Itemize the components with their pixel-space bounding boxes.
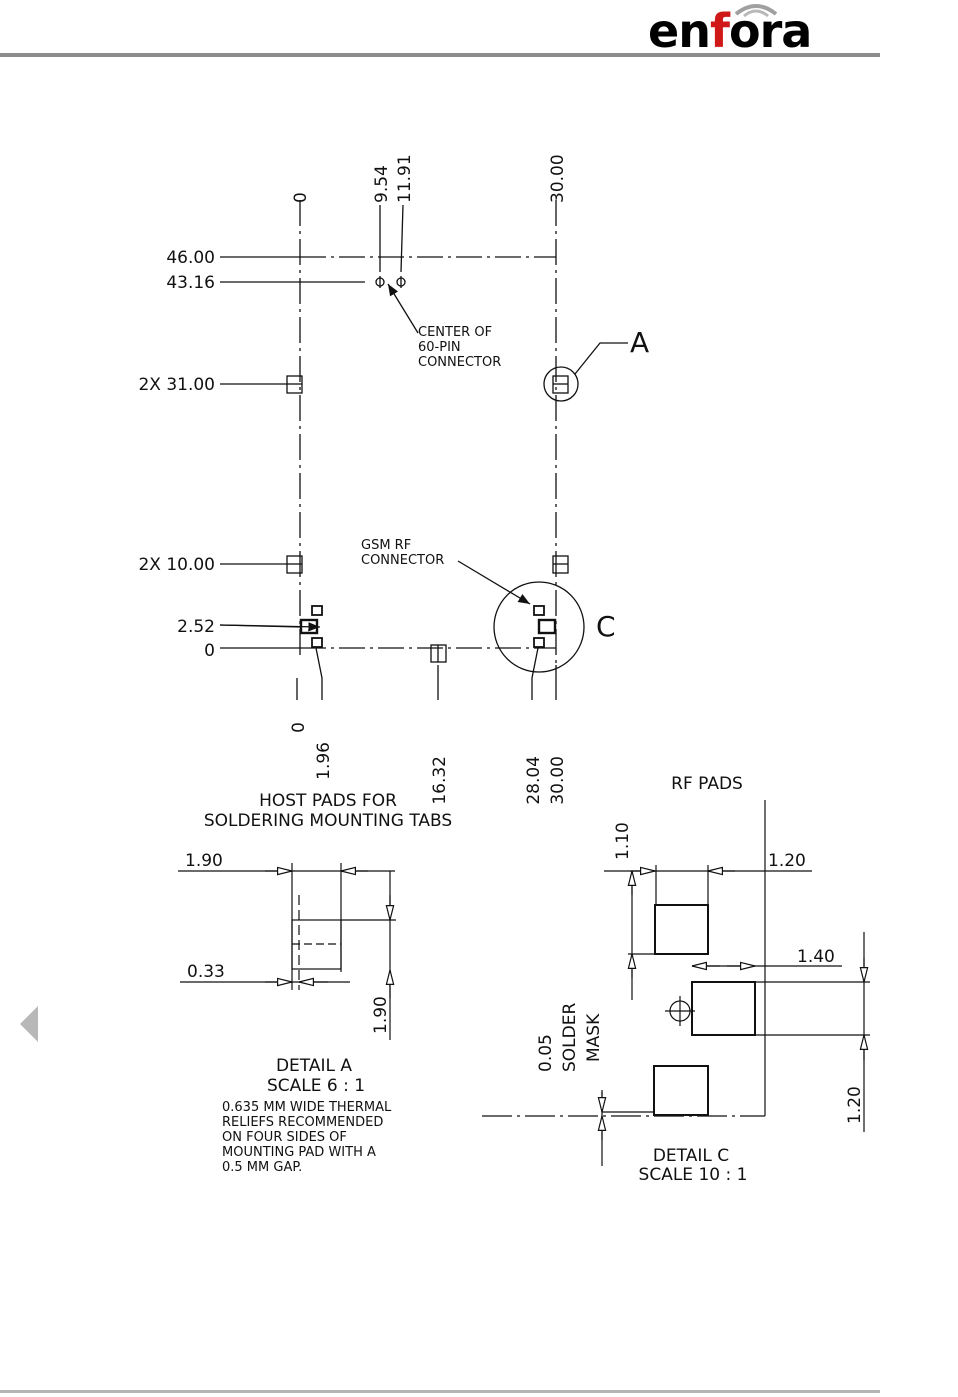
- detail-c-circle: [493, 581, 585, 673]
- rf-pad-left-bot: [311, 637, 323, 648]
- signal-waves-icon: [734, 4, 778, 18]
- detail-c-title: RF PADS: [671, 774, 743, 794]
- detail-a-view: [178, 863, 396, 1040]
- detail-c-dim-140: 1.40: [797, 947, 835, 967]
- detail-a-labels: HOST PADS FOR SOLDERING MOUNTING TABS 1.…: [185, 791, 452, 1175]
- callout-60pin-line1: CENTER OF: [418, 325, 492, 340]
- ext-1191: [400, 204, 404, 273]
- detail-c-letter: C: [596, 610, 616, 643]
- detail-a-leader: [574, 342, 628, 375]
- detail-c-dim-110-label: 1.10: [613, 822, 633, 860]
- detail-a-title-2: SOLDERING MOUNTING TABS: [204, 811, 452, 831]
- rf-pad-right-mid: [537, 618, 557, 635]
- detail-a-dim-gap: 0.33: [187, 962, 225, 982]
- detail-a-dim-vertical-label: 1.90: [371, 996, 391, 1034]
- dim-bottom-2804: 28.04: [524, 756, 544, 805]
- dim-left-31: 2X 31.00: [138, 375, 215, 395]
- dim-bottom-196: 1.96: [314, 742, 334, 780]
- dim-top-0: 0: [291, 192, 311, 203]
- dim-bottom-1632: 16.32: [430, 756, 450, 805]
- detail-a-note-2: RELIEFS RECOMMENDED: [222, 1115, 383, 1130]
- dim-bottom-0: 0: [289, 722, 309, 733]
- detail-a-scale: SCALE 6 : 1: [267, 1076, 365, 1096]
- detail-a-note-4: MOUNTING PAD WITH A: [222, 1145, 376, 1160]
- rf-pad-3: [653, 1065, 709, 1116]
- leader-60pin: [387, 283, 419, 334]
- dim-top-30: 30.00: [548, 154, 568, 203]
- detail-c-mask-line1: 0.05: [536, 1034, 556, 1072]
- rf-pad-left-top: [311, 605, 323, 616]
- rf-pad-2: [691, 981, 756, 1036]
- logo-text-accent: f: [709, 4, 730, 58]
- logo-text-pre: en: [648, 4, 711, 58]
- rf-pad-1: [654, 904, 709, 955]
- detail-c-scale: SCALE 10 : 1: [639, 1165, 748, 1185]
- detail-c-label: DETAIL C: [653, 1146, 729, 1166]
- dim-left-4316: 43.16: [166, 273, 215, 293]
- detail-a-note-5: 0.5 MM GAP.: [222, 1160, 302, 1175]
- ext-b196: [315, 647, 323, 700]
- leader-gsm: [457, 560, 531, 605]
- dim-left-252: 2.52: [177, 617, 215, 637]
- enfora-logo: enfora: [648, 0, 878, 56]
- detail-c-labels: RF PADS 1.10 1.20 1.40 1.20 0.05 SOLDER …: [536, 774, 865, 1185]
- logo-wordmark: enfora: [648, 4, 812, 58]
- detail-c-mask-line3: MASK: [584, 1013, 604, 1062]
- detail-c-mask-line2: SOLDER: [560, 1003, 580, 1072]
- dim-top-954: 9.54: [372, 165, 392, 203]
- detail-c-view: [482, 800, 870, 1166]
- detail-a-label: DETAIL A: [276, 1056, 352, 1076]
- dim-top-1191: 11.91: [395, 154, 415, 203]
- rf-pad-right-top: [533, 605, 545, 616]
- main-view-labels: 0 9.54 11.91 30.00 46.00 43.16 2X 31.00 …: [138, 154, 649, 804]
- footer-rule: [0, 1390, 880, 1393]
- main-view: [219, 200, 628, 700]
- detail-a-circle: [543, 366, 579, 402]
- dim-left-46: 46.00: [166, 248, 215, 268]
- ext-b2804: [531, 647, 539, 700]
- logo-text-post: ora: [728, 4, 812, 58]
- detail-a-note-1: 0.635 MM WIDE THERMAL: [222, 1100, 392, 1115]
- callout-gsm-line1: GSM RF: [361, 538, 411, 553]
- detail-a-letter: A: [630, 326, 649, 359]
- dim-bottom-30: 30.00: [548, 756, 568, 805]
- detail-a-title-1: HOST PADS FOR: [259, 791, 397, 811]
- leader-252: [219, 622, 321, 632]
- rf-pad-right-bot: [533, 637, 545, 648]
- callout-gsm-line2: CONNECTOR: [361, 553, 444, 568]
- detail-a-note-3: ON FOUR SIDES OF: [222, 1130, 347, 1145]
- previous-page-arrow-icon[interactable]: [20, 1006, 38, 1042]
- header-rule: [0, 53, 880, 57]
- callout-60pin-line3: CONNECTOR: [418, 355, 501, 370]
- detail-c-dim-120-side-label: 1.20: [845, 1086, 865, 1124]
- dim-left-0: 0: [204, 641, 215, 661]
- callout-60pin-line2: 60-PIN: [418, 340, 461, 355]
- dim-left-10: 2X 10.00: [138, 555, 215, 575]
- detail-c-dim-120-top: 1.20: [768, 851, 806, 871]
- detail-a-dim-top: 1.90: [185, 851, 223, 871]
